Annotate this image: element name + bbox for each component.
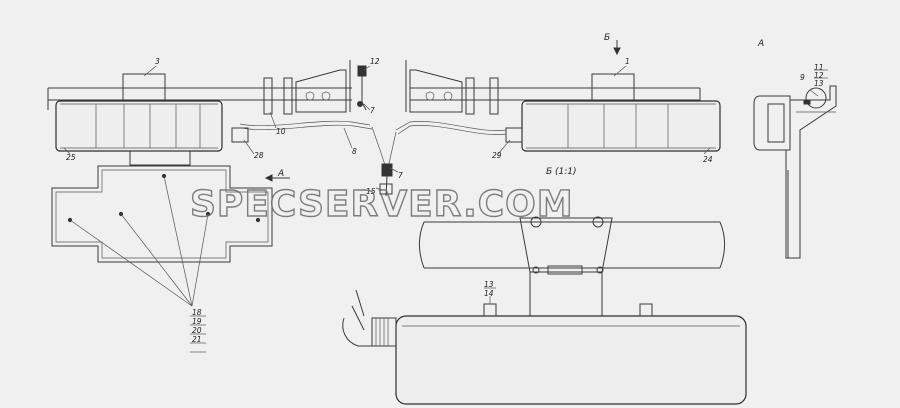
label-25: 25 xyxy=(66,153,76,162)
label-12: 12 xyxy=(814,71,824,80)
label-21: 21 xyxy=(192,335,202,344)
label-24: 24 xyxy=(703,155,713,164)
view-labels: Б А А Б (1:1) xyxy=(277,33,764,179)
label-15: 15 xyxy=(366,187,376,196)
left-lamp-housing xyxy=(55,73,249,166)
section-b-title: Б (1:1) xyxy=(546,167,577,177)
label-29: 29 xyxy=(492,151,502,160)
arrow-b-label: Б xyxy=(604,33,610,43)
watermark: SPECSERVER.COM xyxy=(190,184,574,225)
label-12-upper: 12 xyxy=(370,57,380,66)
view-a-profile xyxy=(753,85,837,259)
label-13: 13 xyxy=(484,280,494,289)
label-14: 14 xyxy=(484,289,494,298)
right-lamp-housing xyxy=(505,73,721,152)
direction-arrows xyxy=(264,40,621,182)
label-18: 18 xyxy=(192,308,202,317)
label-11: 11 xyxy=(814,63,824,72)
label-10: 10 xyxy=(276,127,286,136)
section-b xyxy=(342,216,747,405)
label-13-view-a: 13 xyxy=(814,79,824,88)
label-7-upper: 7 xyxy=(370,106,375,115)
label-19: 19 xyxy=(192,317,202,326)
left-bracket xyxy=(239,60,373,131)
label-8: 8 xyxy=(352,147,357,156)
right-bracket xyxy=(395,60,507,135)
part-labels: 3 1 25 24 28 29 10 8 7 12 7 15 9 11 12 1… xyxy=(66,57,824,344)
label-7-lower: 7 xyxy=(398,171,403,180)
label-28: 28 xyxy=(254,151,264,160)
label-9: 9 xyxy=(800,73,805,82)
view-a-title: А xyxy=(757,39,764,49)
label-1: 1 xyxy=(625,57,630,66)
arrow-a-label: А xyxy=(277,169,284,179)
reflector-plate xyxy=(51,165,273,353)
frame-beam xyxy=(47,87,701,110)
leader-lines xyxy=(63,65,828,304)
label-3: 3 xyxy=(155,57,160,66)
center-connector xyxy=(371,126,397,197)
label-20: 20 xyxy=(192,326,202,335)
